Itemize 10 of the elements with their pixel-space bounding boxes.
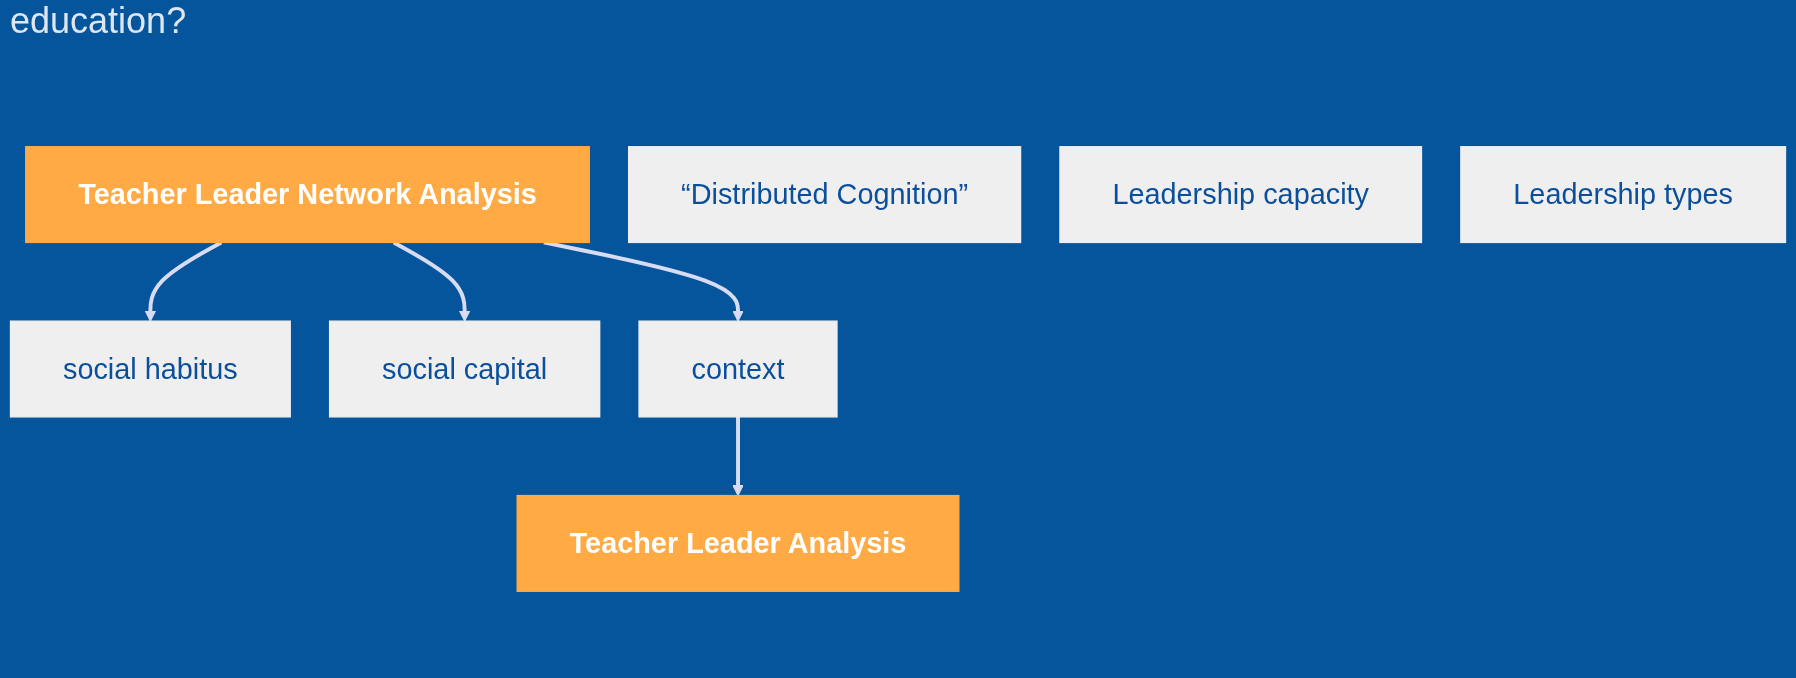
node-box: social capital [328, 320, 601, 418]
node-box: Teacher Leader Analysis [516, 494, 960, 592]
heading-text: education? [10, 0, 187, 42]
node-box: social habitus [9, 320, 291, 418]
arrow [732, 416, 744, 497]
node-box: “Distributed Cognition” [627, 146, 1022, 244]
node-box: context [638, 320, 838, 418]
node-box: Leadership types [1460, 146, 1787, 244]
node-box: Leadership capacity [1059, 146, 1423, 244]
node-box: Teacher Leader Network Analysis [25, 146, 590, 244]
